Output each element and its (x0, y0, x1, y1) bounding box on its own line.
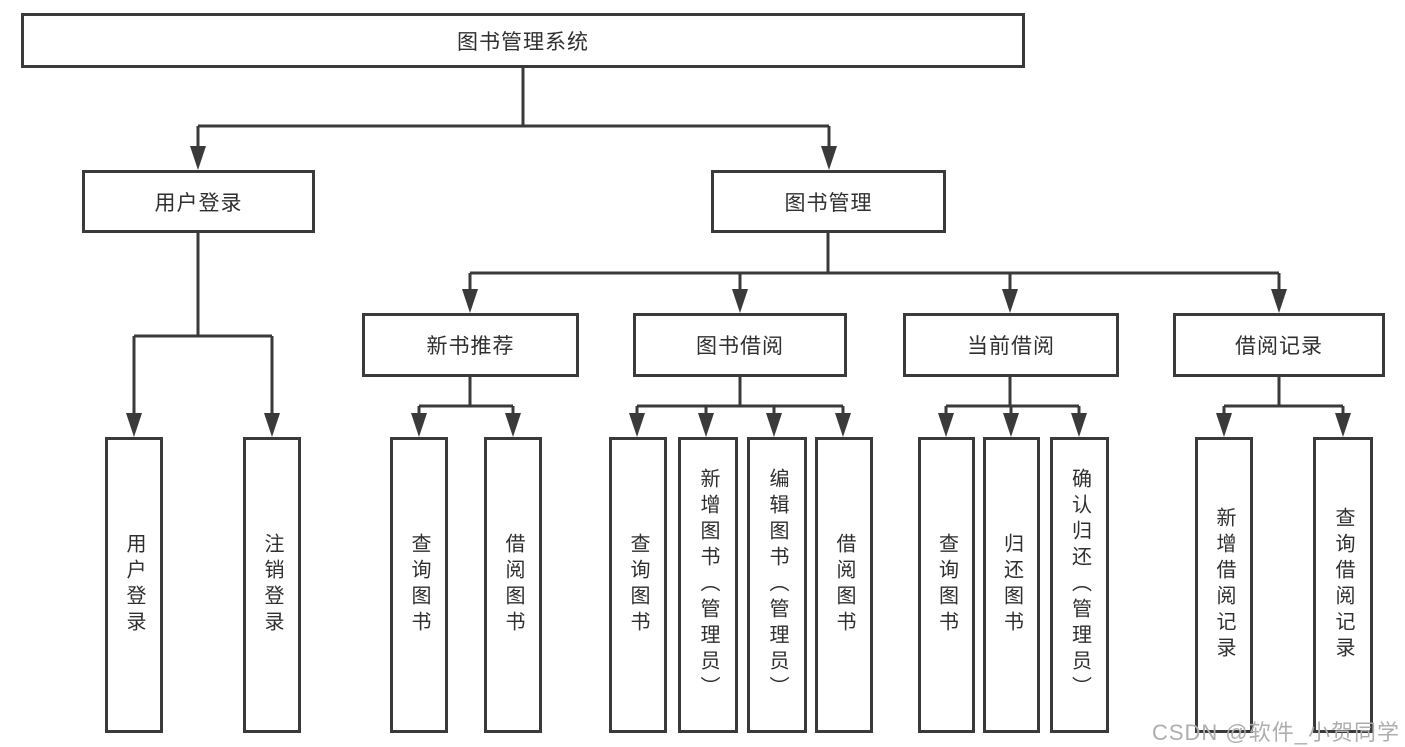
node-add-borrow-record: 新增借阅记录 (1195, 437, 1253, 733)
node-book-management-module: 图书管理 (711, 170, 946, 233)
node-label: 注销登录 (261, 533, 283, 637)
node-label: 确认归还（管理员） (1068, 468, 1091, 702)
node-label: 归还图书 (1000, 533, 1023, 637)
node-borrowing-records: 借阅记录 (1173, 313, 1385, 377)
node-label: 查询图书 (627, 533, 649, 637)
node-label: 借阅图书 (502, 533, 524, 637)
node-label: 图书管理 (784, 191, 873, 215)
node-return-books: 归还图书 (983, 437, 1040, 733)
node-label: 用户登录 (123, 533, 145, 637)
node-label: 图书借阅 (696, 335, 784, 358)
node-label: 编辑图书（管理员） (766, 468, 788, 702)
node-label: 查询图书 (408, 533, 430, 637)
node-query-books-recommend: 查询图书 (390, 437, 448, 733)
node-root-library-system: 图书管理系统 (21, 13, 1025, 68)
node-new-book-recommendation: 新书推荐 (362, 313, 579, 377)
node-book-borrowing: 图书借阅 (633, 313, 847, 377)
node-confirm-return-admin: 确认归还（管理员） (1050, 437, 1109, 733)
node-label: 新书推荐 (426, 335, 515, 358)
node-query-books-borrow: 查询图书 (609, 437, 667, 733)
node-borrow-books-action: 借阅图书 (815, 437, 873, 733)
node-label: 新增图书（管理员） (697, 468, 719, 702)
node-label: 当前借阅 (967, 335, 1055, 358)
node-label: 查询借阅记录 (1332, 507, 1354, 663)
node-query-borrow-record: 查询借阅记录 (1313, 437, 1373, 733)
node-edit-book-admin: 编辑图书（管理员） (747, 437, 807, 733)
node-label: 新增借阅记录 (1213, 507, 1235, 663)
node-label: 借阅图书 (833, 533, 855, 637)
node-label: 用户登录 (154, 191, 243, 215)
node-add-book-admin: 新增图书（管理员） (678, 437, 738, 733)
node-logout-action: 注销登录 (243, 437, 301, 733)
node-borrow-books-recommend: 借阅图书 (484, 437, 542, 733)
node-query-books-current: 查询图书 (918, 437, 975, 733)
node-user-login-action: 用户登录 (105, 437, 163, 733)
node-user-login-module: 用户登录 (82, 170, 315, 233)
node-label: 借阅记录 (1235, 335, 1323, 358)
connector-paths (132, 68, 1345, 418)
node-current-borrowing: 当前借阅 (903, 313, 1119, 377)
csdn-watermark: CSDN @软件_小贺同学 (1151, 720, 1400, 745)
node-label: 查询图书 (935, 533, 958, 637)
arrowheads (126, 146, 1351, 437)
node-label: 图书管理系统 (457, 30, 589, 54)
